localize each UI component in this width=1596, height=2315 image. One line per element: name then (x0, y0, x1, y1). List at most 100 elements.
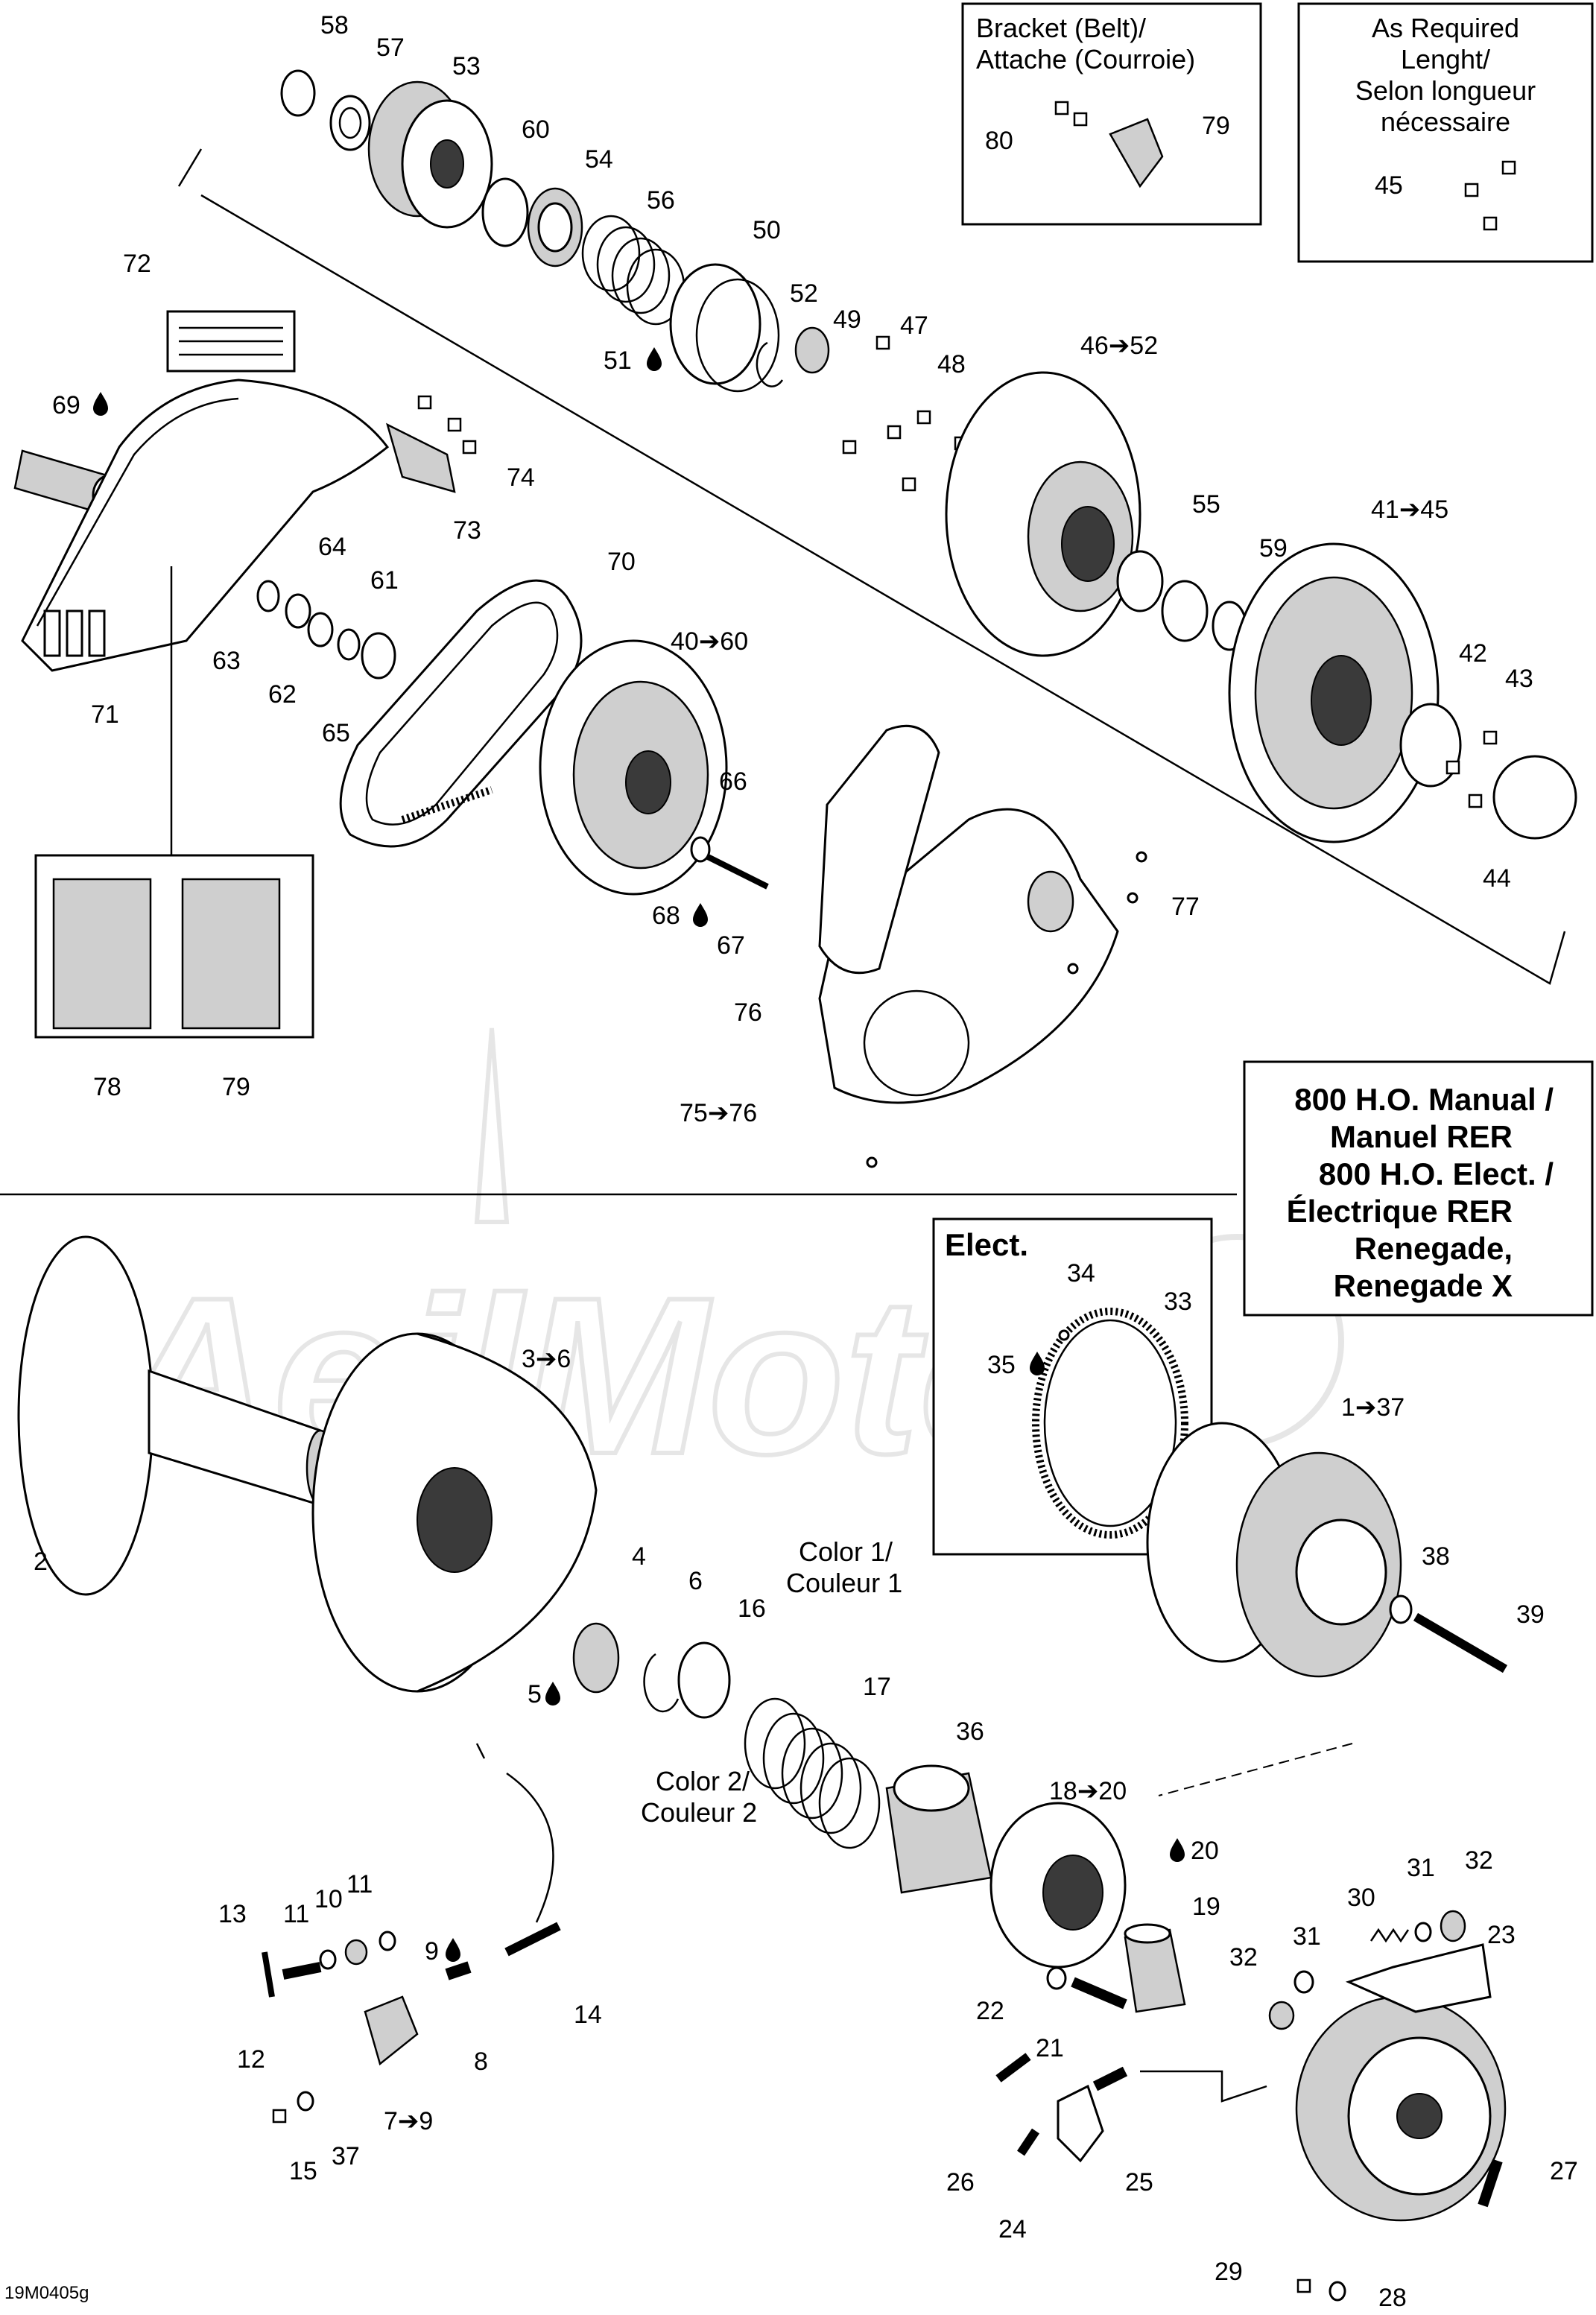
callout-8: 8 (474, 2048, 488, 2076)
as-required-box: As Required Lenght/ Selon longueur néces… (1297, 2, 1594, 263)
callout-2: 2 (34, 1548, 48, 1576)
decals-box (34, 566, 314, 1039)
as-required-line4: nécessaire (1381, 107, 1510, 137)
part-6-clip (643, 1653, 680, 1713)
callout-42: 42 (1459, 639, 1487, 668)
callout-21: 21 (1036, 2034, 1064, 2062)
callout-55: 55 (1192, 490, 1220, 519)
part-72-warning-label (166, 310, 296, 373)
part-32-cap-b (1268, 2001, 1295, 2030)
part-66-washer (690, 836, 711, 863)
callout-18-20: 18➔20 (1049, 1777, 1127, 1805)
as-required-line3: Selon longueur (1355, 75, 1536, 106)
part-7-9-lever (364, 1995, 419, 2066)
callout-31a: 31 (1407, 1854, 1435, 1882)
callout-45: 45 (1375, 171, 1403, 200)
part-33-ring-gear (1032, 1308, 1188, 1539)
callout-20: 20 (1191, 1837, 1219, 1865)
oil-drop-icon (446, 1938, 460, 1962)
model-line2: Manuel RER (1330, 1119, 1513, 1154)
part-38-washer (1389, 1594, 1413, 1624)
callout-28: 28 (1378, 2284, 1407, 2312)
part-71-belt-guard (21, 379, 390, 672)
callout-80: 80 (985, 127, 1013, 155)
callout-67: 67 (717, 931, 745, 960)
part-22-washer (1046, 1966, 1067, 1990)
part-19-bushing (1124, 1923, 1186, 2013)
part-14-pin (504, 1922, 561, 1957)
part-24-bracket (1057, 2084, 1104, 2163)
part-31-washer-b (1293, 1970, 1314, 1994)
oil-drop-icon (93, 392, 108, 416)
callout-43: 43 (1505, 665, 1533, 693)
part-58-ring (280, 69, 316, 117)
callout-57: 57 (376, 34, 405, 62)
part-16-seal (677, 1641, 731, 1719)
part-60-ring (481, 177, 529, 247)
oil-drop-icon (545, 1682, 560, 1706)
part-52-clip (756, 341, 784, 387)
color2-line2: Couleur 2 (641, 1797, 757, 1828)
callout-72: 72 (123, 250, 151, 278)
model-line3: 800 H.O. Elect. / (1319, 1156, 1554, 1191)
callout-59: 59 (1259, 534, 1288, 563)
callout-24: 24 (998, 2215, 1027, 2243)
part-17-spring (744, 1697, 881, 1849)
part-32-cap-a (1440, 1910, 1466, 1942)
frame-top-left (177, 148, 203, 187)
part-28-washer (1329, 2281, 1346, 2302)
callout-68: 68 (652, 902, 680, 930)
callout-14: 14 (574, 2001, 602, 2029)
part-70-drive-belt (339, 579, 583, 848)
model-box: 800 H.O. Manual / Manuel RER 800 H.O. El… (1243, 1060, 1594, 1317)
part-31-washer-a (1414, 1922, 1432, 1942)
part-13-rivet (262, 1951, 275, 1998)
part-62-washer (307, 612, 334, 647)
part-63-ring (256, 580, 280, 612)
callout-78: 78 (93, 1073, 121, 1101)
part-57-bearing (329, 95, 371, 151)
part-42-ring (1399, 703, 1462, 788)
part-11-washer-a (319, 1949, 337, 1970)
callout-73: 73 (453, 516, 481, 545)
callout-11a: 11 (283, 1900, 309, 1928)
callout-5: 5 (528, 1680, 542, 1708)
oil-drop-icon (647, 347, 662, 371)
part-78-decal (52, 878, 152, 1030)
color1-line1: Color 1/ (799, 1536, 893, 1567)
part-30-spring (1369, 1928, 1410, 1943)
part-50-sleeve (669, 263, 780, 393)
callout-40-60: 40➔60 (671, 627, 748, 656)
model-line4: Électrique RER (1287, 1194, 1513, 1229)
part-15-nut (272, 2109, 287, 2124)
callout-29: 29 (1215, 2258, 1243, 2286)
part-67-bolt (706, 854, 769, 890)
part-77-screw-b (1127, 892, 1139, 904)
part-41-45-movable-sheave (1228, 542, 1440, 843)
part-43-nut (1483, 730, 1498, 745)
callout-75-76: 75➔76 (680, 1099, 757, 1127)
callout-48: 48 (937, 350, 966, 379)
callout-3-6: 3➔6 (522, 1345, 571, 1373)
callout-79-bracket: 79 (1202, 112, 1230, 140)
callout-52: 52 (790, 279, 818, 308)
callout-65: 65 (322, 719, 350, 747)
callout-79-decal: 79 (222, 1073, 250, 1101)
part-73-clip (386, 422, 456, 493)
as-required-line2: Lenght/ (1401, 44, 1490, 75)
callout-16: 16 (738, 1594, 766, 1623)
part-64-washer (285, 593, 311, 629)
callout-77: 77 (1171, 893, 1200, 921)
bracket-line1: Bracket (Belt)/ (976, 13, 1146, 43)
part-11-washer-b (379, 1931, 396, 1951)
elect-title: Elect. (945, 1227, 1028, 1262)
part-29-nut (1296, 2278, 1311, 2293)
callout-76: 76 (734, 998, 762, 1027)
callout-37: 37 (332, 2142, 360, 2170)
callout-12: 12 (237, 2045, 265, 2074)
color2-line1: Color 2/ (656, 1766, 750, 1796)
callouts: 58 57 53 60 54 56 50 52 49 47 48 51 46➔5… (34, 11, 1578, 2312)
callout-10: 10 (314, 1885, 343, 1913)
callout-64: 64 (318, 533, 346, 561)
